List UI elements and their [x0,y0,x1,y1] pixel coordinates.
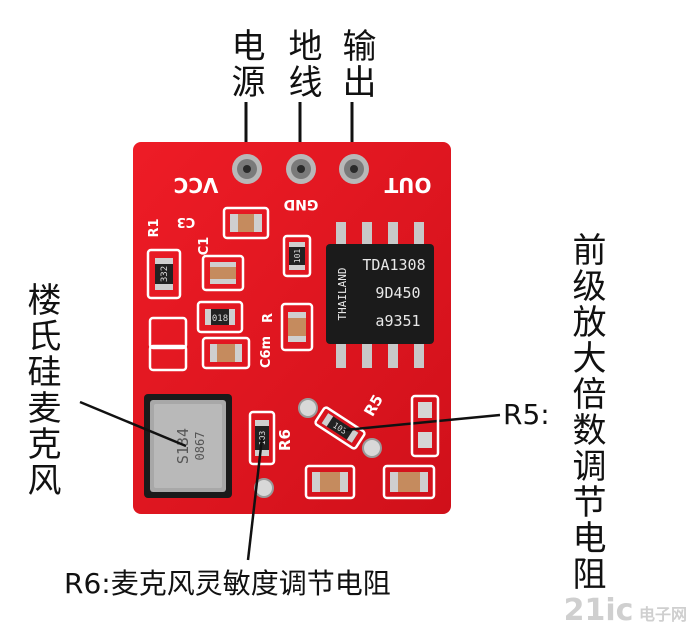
power-label: 电源 [225,28,265,100]
chip-lot-text: a9351 [375,312,420,330]
resistor-top: 101 [282,234,312,278]
amplifier-chip: THAILAND TDA1308 9D450 a9351 [326,222,434,368]
ground-label: 地线 [282,28,322,100]
pin-vcc [232,154,262,184]
resistor-r5: 103 [298,398,382,458]
watermark-brand: 21ic [563,593,634,628]
r6-silk-label: R6 [276,429,294,451]
chip-code-text: 9D450 [375,284,420,302]
cap-left-2 [148,344,188,372]
mounting-hole-bottom [254,478,274,498]
pin-gnd [286,154,316,184]
cap-c1 [201,254,245,292]
r1-silk-label: R1 [147,218,162,237]
resistor-mid-code: 018 [212,314,228,324]
mic-label: 楼氏硅麦克风 [21,282,61,498]
cap-c3 [222,206,270,240]
r5-description-label: 前级放大倍数调节电阻 [566,232,606,592]
cap-bottom-left [304,464,356,500]
cap-left-1 [148,316,188,350]
cap-center [280,302,314,352]
watermark-site: 电子网 [638,605,687,624]
r6-leader-line [246,437,264,561]
chip-model-text: TDA1308 [362,256,425,274]
mic-leader-line [79,400,187,448]
gnd-silk-label: GND [284,196,319,212]
pad-pair-right [410,394,440,458]
pin-out [339,154,369,184]
resistor-top-code: 101 [293,249,302,264]
r5-callout: R5: [503,398,550,431]
resistor-mid: 018 [196,300,244,334]
watermark: 21ic 电子网 [564,593,687,628]
r-mid-silk-label: R [261,313,276,323]
r5-leader-line [344,413,501,432]
cap-mid-bottom [201,336,251,370]
vcc-silk-label: VCC [174,173,219,197]
out-silk-label: OUT [384,173,431,197]
chip-side-text: THAILAND [336,268,349,321]
cap-bottom-right [382,464,436,500]
c1-silk-label: C1 [197,237,212,256]
c-mid-silk-label: C6m [259,336,274,368]
mic-code-text: 0867 [193,432,207,461]
r6-callout: R6:麦克风灵敏度调节电阻 [64,567,391,600]
c3-silk-label: C3 [177,214,196,229]
output-label: 输出 [336,28,376,100]
resistor-r1: 332 [146,248,182,300]
mems-microphone: S134 0867 [144,394,232,498]
resistor-r1-code: 332 [160,266,170,282]
resistor-r6-code: 103 [258,431,267,446]
